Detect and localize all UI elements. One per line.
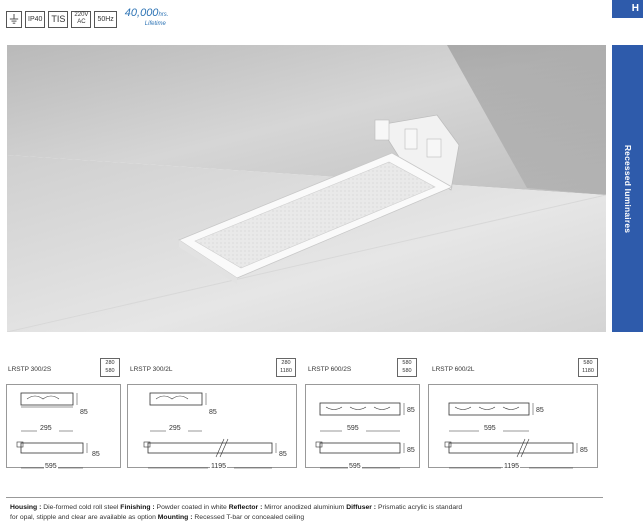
height-dimension: 85 bbox=[91, 451, 101, 458]
current-type: AC bbox=[77, 19, 86, 25]
cutout-size-box: 580 1180 bbox=[578, 358, 598, 377]
specification-text: Housing : Die-formed cold roll steel Fin… bbox=[10, 503, 602, 523]
cutout-width: 580 bbox=[402, 360, 412, 366]
voltage-value: 220V bbox=[74, 12, 89, 18]
cutout-size-box: 280 1180 bbox=[276, 358, 296, 377]
drawing-panel-600-2l: 595 85 85 1195 bbox=[428, 384, 598, 470]
diffuser-label: Diffuser : bbox=[346, 504, 377, 511]
drawing-panel-300-2s: 295 85 85 595 bbox=[6, 384, 121, 470]
height-dimension: 85 bbox=[278, 451, 288, 458]
cutout-width: 280 bbox=[105, 360, 115, 366]
width-dimension: 595 bbox=[346, 425, 360, 432]
category-tab-label: Recessed luminaires bbox=[622, 144, 633, 233]
section-letter: H bbox=[631, 3, 639, 14]
divider bbox=[6, 497, 603, 498]
length-dimension: 1195 bbox=[210, 463, 228, 470]
width-dimension: 295 bbox=[168, 425, 182, 432]
finishing-label: Finishing : bbox=[120, 504, 155, 511]
model-name: LRSTP 600/2S bbox=[308, 366, 352, 373]
diffuser-options: for opal, stipple and clear are availabl… bbox=[10, 514, 156, 521]
housing-value: Die-formed cold roll steel bbox=[43, 504, 119, 511]
height-dimension: 85 bbox=[535, 407, 545, 414]
diffuser-value: Prismatic acrylic is standard bbox=[377, 504, 463, 511]
height-dimension: 85 bbox=[579, 447, 589, 454]
model-name: LRSTP 600/2L bbox=[432, 366, 475, 373]
height-dimension: 85 bbox=[79, 409, 89, 416]
lifetime-hours: 40,000 bbox=[124, 7, 159, 19]
tis-badge: TIS bbox=[48, 10, 69, 28]
height-dimension: 85 bbox=[208, 409, 218, 416]
cutout-length: 580 bbox=[402, 368, 412, 374]
section-letter-tab: H bbox=[612, 0, 643, 18]
drawing-panel-600-2s: 595 85 85 595 bbox=[305, 384, 420, 470]
ground-symbol-icon bbox=[6, 10, 22, 28]
cutout-width: 280 bbox=[281, 360, 291, 366]
height-dimension: 85 bbox=[406, 447, 416, 454]
reflector-value: Mirror anodized aluminium bbox=[264, 504, 345, 511]
mounting-label: Mounting : bbox=[157, 514, 193, 521]
cutout-length: 1180 bbox=[582, 368, 594, 374]
length-dimension: 1195 bbox=[503, 463, 521, 470]
lifetime-label: Lifetime bbox=[144, 21, 166, 27]
lifetime-badge: 40,000hrs. Lifetime bbox=[124, 7, 169, 29]
length-dimension: 595 bbox=[44, 463, 58, 470]
drawing-panel-300-2l: 295 85 85 1195 bbox=[127, 384, 297, 470]
cutout-length: 580 bbox=[105, 368, 115, 374]
product-photo bbox=[7, 45, 606, 332]
length-dimension: 595 bbox=[348, 463, 362, 470]
housing-label: Housing : bbox=[10, 504, 42, 511]
frequency-badge: 50Hz bbox=[94, 10, 117, 28]
lifetime-unit: hrs. bbox=[158, 12, 169, 18]
width-dimension: 595 bbox=[483, 425, 497, 432]
mounting-value: Recessed T-bar or concealed ceiling bbox=[194, 514, 305, 521]
certification-row: IP40 TIS 220V AC 50Hz 40,000hrs. Lifetim… bbox=[6, 8, 168, 30]
cutout-length: 1180 bbox=[280, 368, 292, 374]
model-name: LRSTP 300/2L bbox=[130, 366, 173, 373]
finishing-value: Powder coated in white bbox=[156, 504, 227, 511]
ip-rating-badge: IP40 bbox=[25, 10, 46, 28]
reflector-label: Reflector : bbox=[228, 504, 263, 511]
cutout-size-box: 580 580 bbox=[397, 358, 417, 377]
cutout-size-box: 280 580 bbox=[100, 358, 120, 377]
cutout-width: 580 bbox=[583, 360, 593, 366]
category-tab: Recessed luminaires bbox=[612, 45, 643, 332]
width-dimension: 295 bbox=[39, 425, 53, 432]
height-dimension: 85 bbox=[406, 407, 416, 414]
voltage-badge: 220V AC bbox=[71, 10, 92, 28]
model-name: LRSTP 300/2S bbox=[8, 366, 52, 373]
